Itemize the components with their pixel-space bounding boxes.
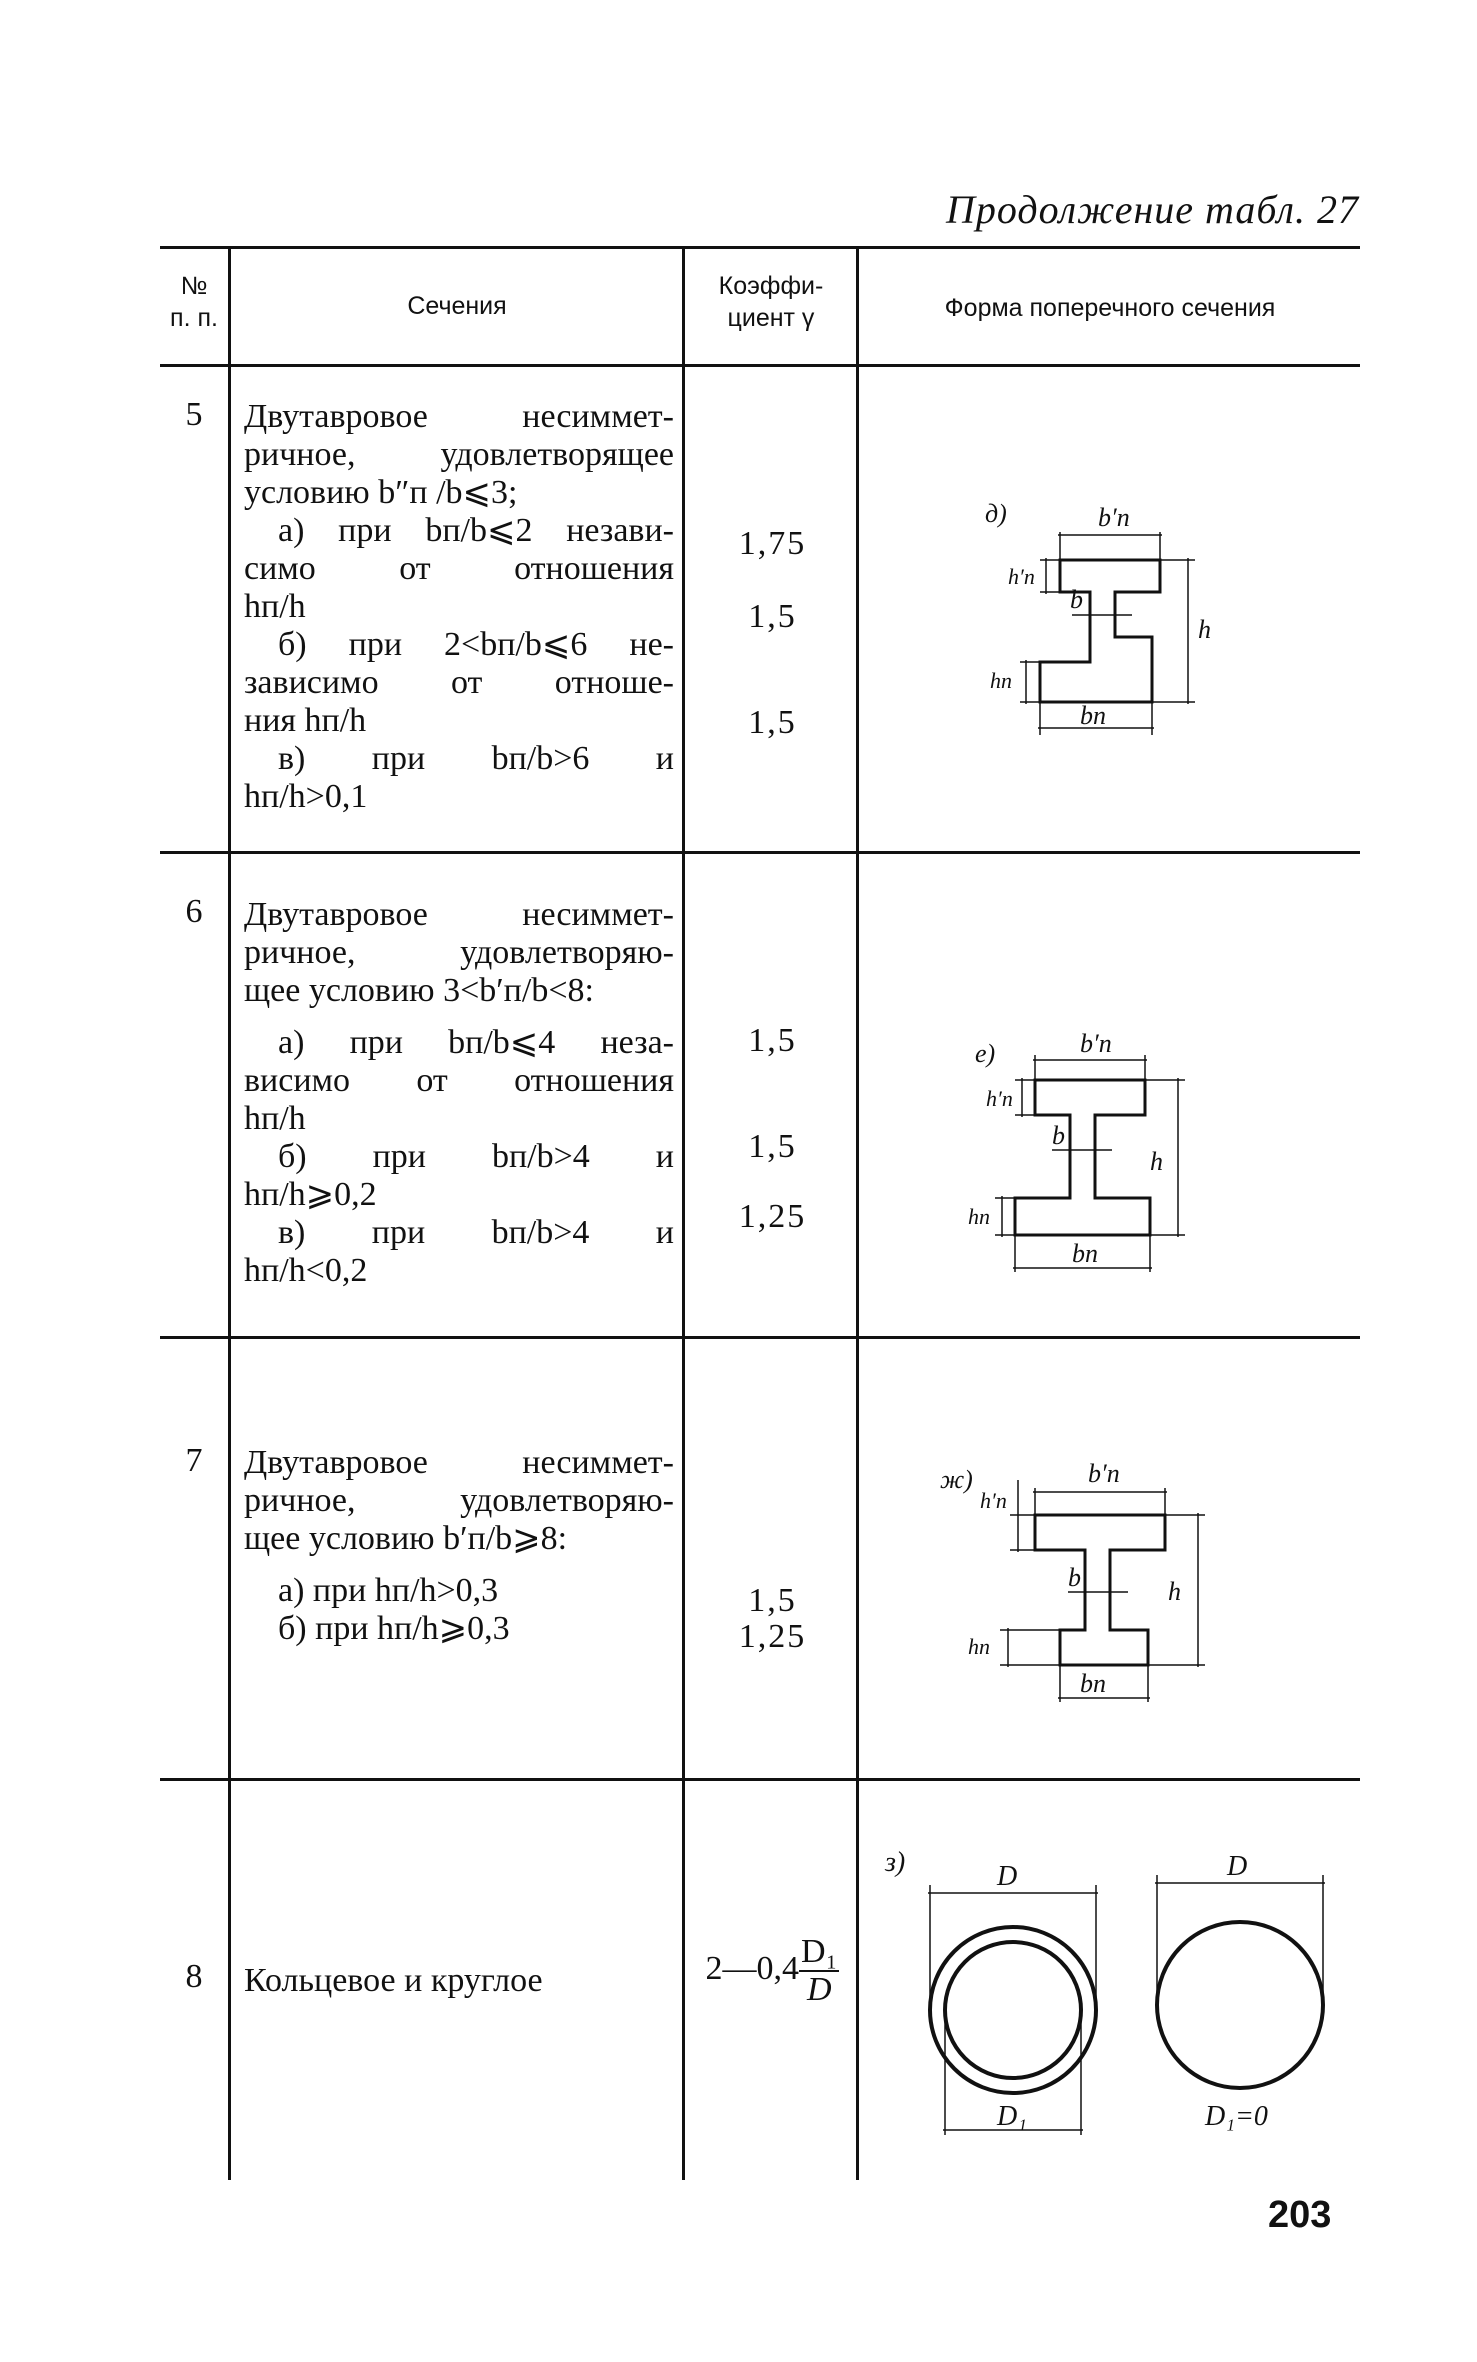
diagram-zh-variant-label: ж): [940, 1465, 973, 1494]
col-header-num-line2: п. п.: [170, 304, 218, 332]
diagram-d-b-top-label: b′п: [1098, 503, 1130, 532]
row-6-coef: 1,25: [738, 1198, 807, 1235]
diagram-zh-b-bottom-label: bп: [1080, 1669, 1106, 1698]
row-8-coef-prefix: 2—0,4: [705, 1949, 800, 1987]
diagram-d-h-top-label: h′п: [1008, 564, 1035, 589]
col-header-coef-line2: циент γ: [727, 304, 815, 332]
row-8-text: Кольцевое и круглое: [244, 1962, 674, 2000]
diagram-d-b-label: b: [1070, 585, 1083, 614]
col-header-num: № п. п.: [160, 270, 228, 334]
row-rule-5: [160, 851, 1360, 854]
diagram-e-h-label: h: [1150, 1147, 1163, 1176]
diagram-e-h-bottom-label: hп: [968, 1204, 990, 1229]
row-6-line: ричное, удовлетворяю-: [244, 934, 674, 971]
ring-inner-diameter-label: D₁: [996, 2101, 1027, 2132]
row-5-line: Двутавровое несиммет-: [244, 398, 674, 435]
row-5-line: условию b″п /b⩽3;: [244, 474, 518, 511]
row-5-line: симо от отношения: [244, 550, 674, 587]
diagram-d-h-bottom-label: hп: [990, 668, 1012, 693]
row-5-coef: 1,5: [748, 704, 797, 741]
row-7-line: ричное, удовлетворяю-: [244, 1482, 674, 1519]
diagram-d-b-bottom-label: bп: [1080, 701, 1106, 730]
row-5-line: hп/h: [244, 588, 306, 625]
col-header-coef: Коэффи- циент γ: [686, 270, 856, 334]
circle-diameter-label: D: [1226, 1851, 1247, 1882]
diagram-zh-b-label: b: [1068, 1563, 1081, 1592]
row-8-coef-numerator: D₁: [799, 1933, 840, 1972]
diagram-e-b-top-label: b′п: [1080, 1029, 1112, 1058]
row-6-line: щее условию 3<b′п/b<8:: [244, 972, 594, 1009]
row-number-5: 5: [185, 396, 203, 433]
column-divider-3: [856, 248, 859, 2180]
row-6-line: а) при bп/b⩽4 неза-: [278, 1024, 674, 1061]
diagram-zh-b-top-label: b′п: [1088, 1459, 1120, 1488]
row-number-8: 8: [185, 1958, 203, 1995]
column-divider-2: [682, 248, 685, 2180]
circle-inner-diameter-label: D₁=0: [1204, 2101, 1268, 2132]
row-7-coef: 1,25: [738, 1618, 807, 1655]
page-number: 203: [1268, 2194, 1332, 2236]
row-5-coef: 1,5: [748, 598, 797, 635]
row-number-6: 6: [185, 893, 203, 930]
diagram-zh-h-bottom-label: hп: [968, 1634, 990, 1659]
i-beam-diagram-d: д) b′п h′п b hп h bп: [985, 499, 1211, 735]
row-6-line: в) при bп/b>4 и: [278, 1214, 674, 1251]
row-number-7: 7: [185, 1442, 203, 1479]
row-7-line: Двутавровое несиммет-: [244, 1444, 674, 1481]
row-5-line: зависимо от отноше-: [244, 664, 674, 701]
row-7-line: а) при hп/h>0,3: [278, 1572, 499, 1609]
row-5-line: б) при 2<bп/b⩽6 не-: [278, 626, 674, 663]
row-6-line: б) при bп/b>4 и: [278, 1138, 674, 1175]
row-5-line: а) при bп/b⩽2 незави-: [278, 512, 674, 549]
i-beam-diagram-e: е) b′п h′п b hп h bп: [968, 1029, 1185, 1272]
row-8-coef-denominator: D: [806, 1971, 832, 2008]
ring-outer-diameter-label: D: [996, 1861, 1017, 1892]
row-6-coef: 1,5: [748, 1022, 797, 1059]
row-7-text: Двутавровое несиммет- ричное, удовлетвор…: [244, 1444, 674, 1648]
header-bottom-rule: [160, 364, 1360, 367]
row-5-line: в) при bп/b>6 и: [278, 740, 674, 777]
diagram-e-h-top-label: h′п: [986, 1086, 1013, 1111]
col-header-coef-line1: Коэффи-: [718, 272, 824, 300]
row-5-line: ния hп/h: [244, 702, 367, 739]
page-header: Продолжение табл. 27: [945, 187, 1359, 232]
row-6-line: висимо от отношения: [244, 1062, 674, 1099]
row-5-line: hп/h>0,1: [244, 778, 368, 815]
row-6-text: Двутавровое несиммет- ричное, удовлетвор…: [244, 896, 674, 1290]
row-6-line: hп/h: [244, 1100, 306, 1137]
row-5-line: ричное, удовлетворящее: [244, 436, 674, 473]
row-6-line: hп/h⩾0,2: [244, 1176, 377, 1213]
row-8-line: Кольцевое и круглое: [244, 1962, 543, 1999]
column-divider-1: [228, 248, 231, 2180]
diagram-zh-h-top-label: h′п: [980, 1488, 1007, 1513]
row-6-line: Двутавровое несиммет-: [244, 896, 674, 933]
diagram-d-variant-label: д): [985, 499, 1007, 528]
diagram-e-variant-label: е): [975, 1039, 995, 1068]
col-header-section: Сечения: [407, 292, 507, 320]
row-7-coef: 1,5: [748, 1582, 797, 1619]
row-6-coef: 1,5: [748, 1128, 797, 1165]
i-beam-diagram-zh: ж) b′п h′п b hп h bп: [940, 1459, 1205, 1702]
row-5-text: Двутавровое несиммет- ричное, удовлетвор…: [244, 398, 674, 816]
row-7-line: б) при hп/h⩾0,3: [278, 1610, 510, 1647]
diagram-zh-h-label: h: [1168, 1577, 1181, 1606]
col-header-num-line1: №: [180, 272, 208, 300]
diagram-d-h-label: h: [1198, 615, 1211, 644]
row-rule-6: [160, 1336, 1360, 1339]
table-top-rule: [160, 246, 1360, 249]
ring-and-circle-diagram: з) D D₁ D D₁=0: [884, 1847, 1325, 2135]
diagram-e-b-label: b: [1052, 1121, 1065, 1150]
row-6-line: hп/h<0,2: [244, 1252, 368, 1289]
col-header-shape: Форма поперечного сечения: [944, 294, 1276, 322]
row-5-coef: 1,75: [738, 525, 807, 562]
row-7-line: щее условию b′п/b⩾8:: [244, 1520, 568, 1557]
row-rule-7: [160, 1778, 1360, 1781]
diagram-e-b-bottom-label: bп: [1072, 1239, 1098, 1268]
diagram-z-variant-label: з): [884, 1847, 905, 1878]
